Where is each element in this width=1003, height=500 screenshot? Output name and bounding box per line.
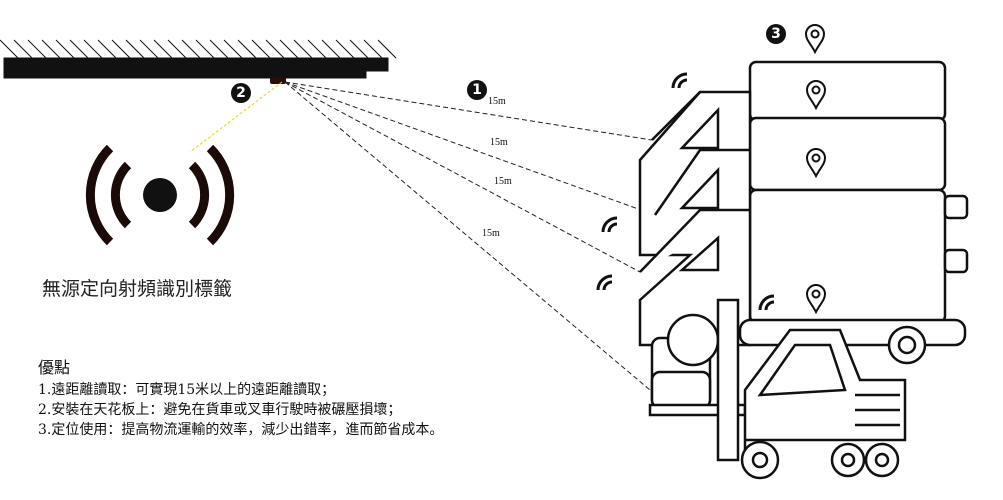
truck xyxy=(638,60,969,365)
badge-2: 2 xyxy=(231,83,251,103)
location-pin-icons xyxy=(804,24,827,315)
wifi-icons xyxy=(596,72,775,311)
advantages-heading: 優點 xyxy=(38,358,71,377)
advantage-item: 3.定位使用：提高物流運輸的效率，減少出錯率，進而節省成本。 xyxy=(38,422,444,438)
distance-label: 15m xyxy=(488,96,506,107)
distance-label: 15m xyxy=(482,228,500,239)
read-beams xyxy=(284,81,656,391)
badge-3: 3 xyxy=(766,24,786,44)
tag-title: 無源定向射頻識別標籤 xyxy=(42,278,233,300)
ceiling-reader xyxy=(270,77,286,84)
advantages-list: 優點 1.遠距離讀取：可實現15米以上的遠距離讀取； 2.安裝在天花板上：避免在… xyxy=(38,358,443,440)
distance-label: 15m xyxy=(494,176,512,187)
rfid-signal-icon xyxy=(85,144,235,246)
location-pin-icon xyxy=(805,284,827,315)
yellow-beam xyxy=(189,81,283,153)
location-pin-icon xyxy=(804,24,826,55)
advantage-item: 2.安裝在天花板上：避免在貨車或叉車行駛時被碾壓損壞； xyxy=(38,402,402,418)
ceiling xyxy=(0,39,397,79)
forklift xyxy=(648,298,907,480)
advantage-item: 1.遠距離讀取：可實現15米以上的遠距離讀取； xyxy=(38,382,336,398)
badge-1: 1 xyxy=(467,80,487,100)
location-pin-icon xyxy=(805,80,827,111)
distance-label: 15m xyxy=(490,137,508,148)
location-pin-icon xyxy=(805,148,827,179)
